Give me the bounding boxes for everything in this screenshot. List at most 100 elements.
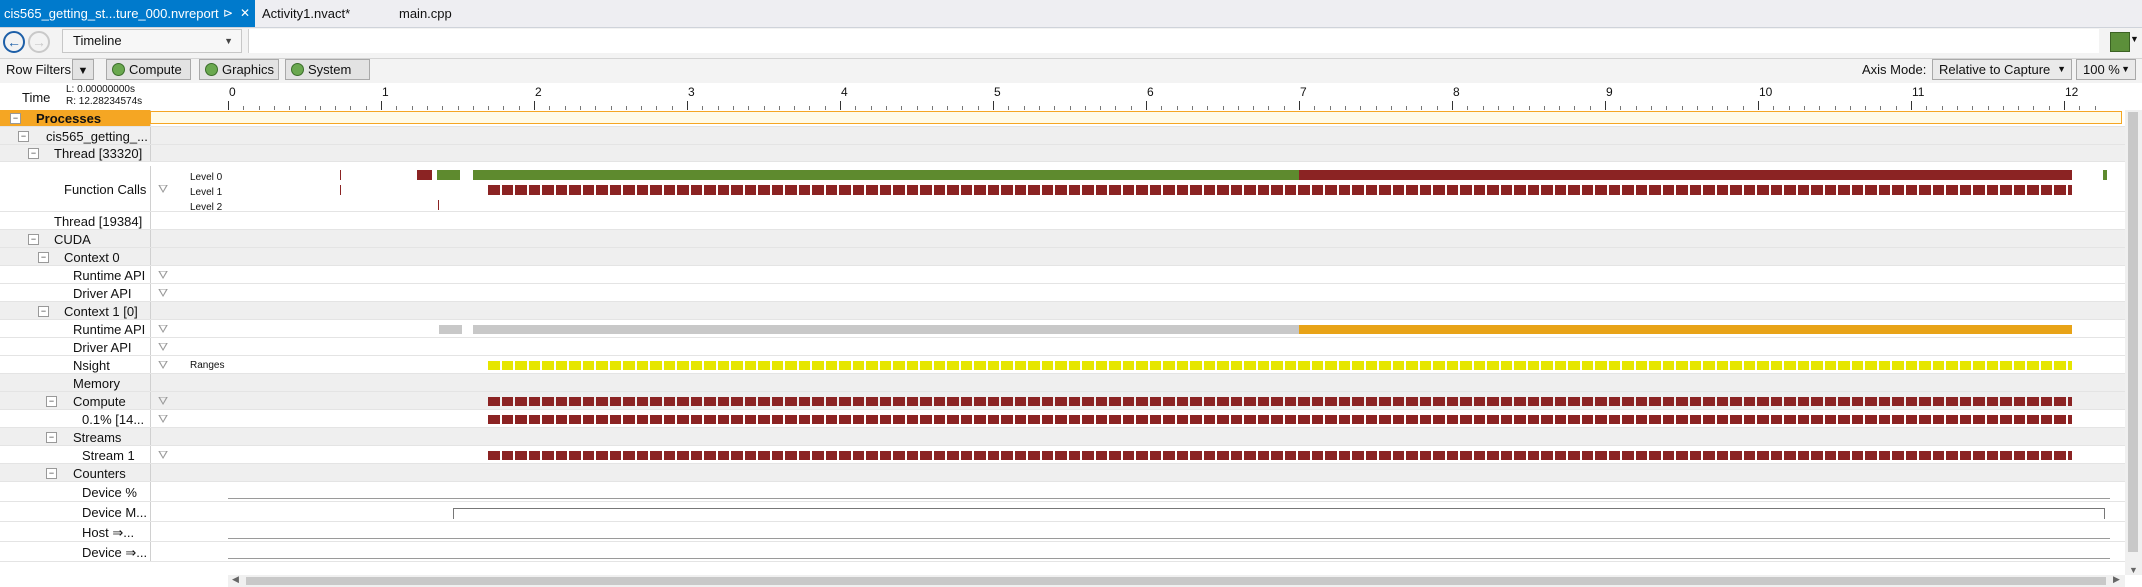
stream-kernel-bar[interactable] bbox=[488, 451, 500, 460]
stream-kernel-bar[interactable] bbox=[1514, 451, 1526, 460]
nsight-range-bar[interactable] bbox=[596, 361, 608, 370]
function-call-bar[interactable] bbox=[1473, 185, 1485, 195]
kernel-bar[interactable] bbox=[1797, 415, 1809, 424]
stream-kernel-bar[interactable] bbox=[1298, 451, 1310, 460]
stream-kernel-bar[interactable] bbox=[1365, 451, 1377, 460]
stream-kernel-bar[interactable] bbox=[1311, 451, 1323, 460]
function-call-bar[interactable] bbox=[771, 185, 783, 195]
timeline-row-memory[interactable]: Memory bbox=[0, 374, 2125, 392]
collapse-icon[interactable]: − bbox=[28, 233, 39, 245]
nsight-range-bar[interactable] bbox=[1905, 361, 1917, 370]
function-call-bar[interactable] bbox=[1676, 185, 1688, 195]
stream-kernel-bar[interactable] bbox=[1068, 451, 1080, 460]
function-call-bar[interactable] bbox=[1703, 185, 1715, 195]
nsight-range-bar[interactable] bbox=[1838, 361, 1850, 370]
nsight-range-bar[interactable] bbox=[1500, 361, 1512, 370]
kernel-bar[interactable] bbox=[1878, 415, 1890, 424]
kernel-bar[interactable] bbox=[1419, 415, 1431, 424]
stream-kernel-bar[interactable] bbox=[1865, 451, 1877, 460]
nsight-range-bar[interactable] bbox=[1622, 361, 1634, 370]
kernel-bar[interactable] bbox=[1338, 415, 1350, 424]
compute-kernel-bar[interactable] bbox=[1527, 397, 1539, 406]
function-call-bar[interactable] bbox=[501, 185, 513, 195]
function-call-bar[interactable] bbox=[1716, 185, 1728, 195]
nsight-range-bar[interactable] bbox=[1257, 361, 1269, 370]
function-call-bar[interactable] bbox=[1487, 185, 1499, 195]
nsight-range-bar[interactable] bbox=[636, 361, 648, 370]
stream-kernel-bar[interactable] bbox=[1689, 451, 1701, 460]
compute-kernel-bar[interactable] bbox=[582, 397, 594, 406]
function-call-bar[interactable] bbox=[825, 185, 837, 195]
function-call-bar[interactable] bbox=[1379, 185, 1391, 195]
function-call-bar[interactable] bbox=[1068, 185, 1080, 195]
function-call-bar[interactable] bbox=[2027, 185, 2039, 195]
nsight-range-bar[interactable] bbox=[1487, 361, 1499, 370]
kernel-bar[interactable] bbox=[501, 415, 513, 424]
nsight-range-bar[interactable] bbox=[1730, 361, 1742, 370]
kernel-bar[interactable] bbox=[1568, 415, 1580, 424]
kernel-bar[interactable] bbox=[2013, 415, 2025, 424]
function-call-bar[interactable] bbox=[704, 185, 716, 195]
function-call-bar[interactable] bbox=[609, 185, 621, 195]
stream-kernel-bar[interactable] bbox=[1743, 451, 1755, 460]
function-call-bar[interactable] bbox=[1973, 185, 1985, 195]
nsight-range-bar[interactable] bbox=[1527, 361, 1539, 370]
nsight-range-bar[interactable] bbox=[1365, 361, 1377, 370]
compute-kernel-bar[interactable] bbox=[2027, 397, 2039, 406]
function-call-bar[interactable] bbox=[623, 185, 635, 195]
nsight-range-bar[interactable] bbox=[1311, 361, 1323, 370]
row-filter-icon[interactable]: ⛛ bbox=[158, 358, 169, 372]
kernel-bar[interactable] bbox=[569, 415, 581, 424]
function-call-bar[interactable] bbox=[1244, 185, 1256, 195]
stream-kernel-bar[interactable] bbox=[1757, 451, 1769, 460]
function-call-bar[interactable] bbox=[1001, 185, 1013, 195]
stream-kernel-bar[interactable] bbox=[690, 451, 702, 460]
compute-kernel-bar[interactable] bbox=[1824, 397, 1836, 406]
function-call-bar[interactable] bbox=[1325, 185, 1337, 195]
compute-kernel-bar[interactable] bbox=[1838, 397, 1850, 406]
function-call-bar[interactable] bbox=[731, 185, 743, 195]
compute-kernel-bar[interactable] bbox=[515, 397, 527, 406]
stream-kernel-bar[interactable] bbox=[1946, 451, 1958, 460]
compute-kernel-bar[interactable] bbox=[906, 397, 918, 406]
function-call-bar[interactable] bbox=[1689, 185, 1701, 195]
back-button[interactable]: ← bbox=[3, 31, 25, 53]
compute-kernel-bar[interactable] bbox=[1055, 397, 1067, 406]
function-call-bar[interactable] bbox=[1109, 185, 1121, 195]
compute-kernel-bar[interactable] bbox=[1568, 397, 1580, 406]
nsight-range-bar[interactable] bbox=[1986, 361, 1998, 370]
function-call-bar[interactable] bbox=[2040, 185, 2052, 195]
nsight-range-bar[interactable] bbox=[1419, 361, 1431, 370]
kernel-bar[interactable] bbox=[1068, 415, 1080, 424]
stream-kernel-bar[interactable] bbox=[852, 451, 864, 460]
collapse-icon[interactable]: − bbox=[38, 305, 49, 317]
compute-kernel-bar[interactable] bbox=[1433, 397, 1445, 406]
compute-kernel-bar[interactable] bbox=[555, 397, 567, 406]
nsight-range-bar[interactable] bbox=[1082, 361, 1094, 370]
compute-kernel-bar[interactable] bbox=[2040, 397, 2052, 406]
stream-kernel-bar[interactable] bbox=[528, 451, 540, 460]
function-call-bar[interactable] bbox=[515, 185, 527, 195]
stream-kernel-bar[interactable] bbox=[825, 451, 837, 460]
compute-kernel-bar[interactable] bbox=[717, 397, 729, 406]
kernel-bar[interactable] bbox=[1730, 415, 1742, 424]
function-call-bar[interactable] bbox=[2054, 185, 2066, 195]
kernel-bar[interactable] bbox=[1676, 415, 1688, 424]
stream-kernel-bar[interactable] bbox=[1352, 451, 1364, 460]
function-call-bar[interactable] bbox=[852, 185, 864, 195]
compute-kernel-bar[interactable] bbox=[501, 397, 513, 406]
compute-kernel-bar[interactable] bbox=[1892, 397, 1904, 406]
stream-kernel-bar[interactable] bbox=[866, 451, 878, 460]
function-call-bar[interactable] bbox=[437, 170, 460, 180]
function-call-bar[interactable] bbox=[1595, 185, 1607, 195]
stream-kernel-bar[interactable] bbox=[1824, 451, 1836, 460]
compute-kernel-bar[interactable] bbox=[1919, 397, 1931, 406]
function-call-bar[interactable] bbox=[1608, 185, 1620, 195]
stream-kernel-bar[interactable] bbox=[609, 451, 621, 460]
stream-kernel-bar[interactable] bbox=[771, 451, 783, 460]
collapse-icon[interactable]: − bbox=[46, 431, 57, 443]
nsight-range-bar[interactable] bbox=[1298, 361, 1310, 370]
compute-kernel-bar[interactable] bbox=[2000, 397, 2012, 406]
stream-kernel-bar[interactable] bbox=[1973, 451, 1985, 460]
stream-kernel-bar[interactable] bbox=[947, 451, 959, 460]
